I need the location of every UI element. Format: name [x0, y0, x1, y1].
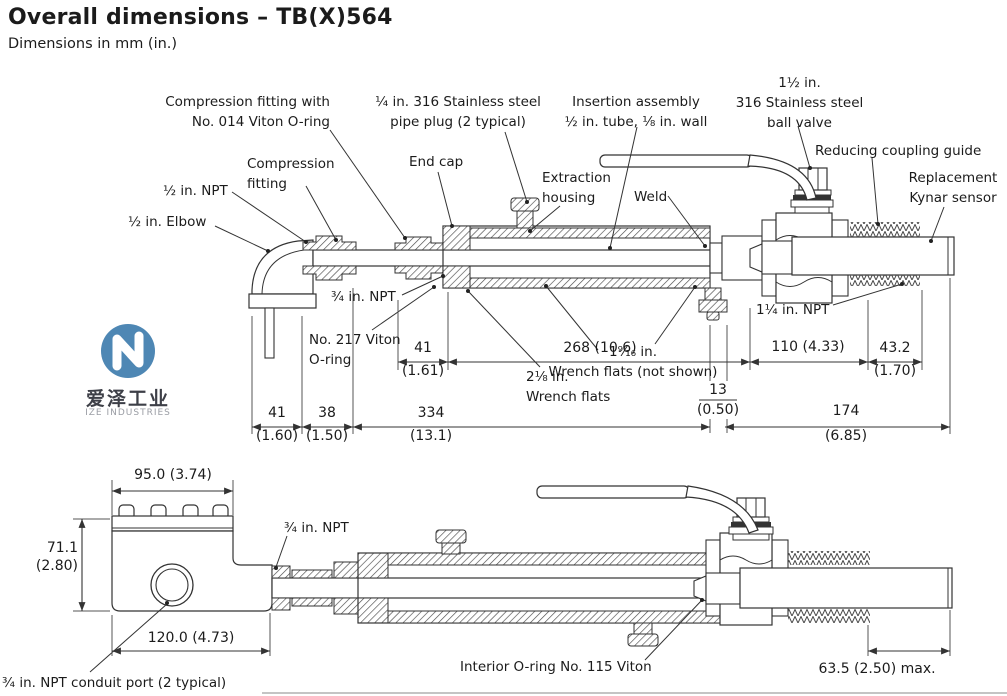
label-half-npt: ½ in. NPT [163, 183, 228, 199]
label-pipe-plug: ¼ in. 316 Stainless steel pipe plug (2 t… [375, 94, 541, 130]
label-wrench-flats-2-1-8: 2⅛ in. Wrench flats [526, 369, 611, 405]
dim-95: 95.0 (3.74) [134, 467, 212, 483]
dim-41b-mm: 41 [268, 405, 286, 421]
label-one-quarter-npt: 1¼ in. NPT [756, 302, 830, 318]
dim-334-in: (13.1) [409, 428, 453, 444]
dim-334-mm: 334 [417, 405, 445, 421]
label-compression-fitting-oring: Compression fitting with No. 014 Viton O… [165, 94, 330, 130]
logo-cn-text: 爱泽工业 [85, 388, 170, 410]
label-replacement-kynar-sensor: Replacement Kynar sensor [908, 170, 998, 206]
logo-icon [101, 324, 155, 378]
label-half-elbow: ½ in. Elbow [128, 214, 207, 230]
dim-71-in: (2.80) [35, 558, 78, 574]
dim-43-mm: 43.2 [879, 340, 911, 356]
page-title: Overall dimensions – TB(X)564 [8, 5, 393, 30]
dim-13-mm: 13 [709, 382, 727, 398]
dim-63: 63.5 (2.50) max. [818, 661, 936, 677]
label-interior-oring: Interior O-ring No. 115 Viton [460, 659, 652, 675]
page-subtitle: Dimensions in mm (in.) [8, 36, 178, 52]
dim-41-in: (1.61) [401, 363, 445, 379]
label-extraction-housing: Extraction housing [542, 170, 611, 206]
label-compression-fitting: Compression fitting [247, 156, 335, 192]
dim-71-mm: 71.1 [46, 540, 78, 556]
label-ball-valve: 1½ in. 316 Stainless steel ball valve [735, 75, 864, 131]
dim-174-in: (6.85) [824, 428, 868, 444]
dim-110: 110 (4.33) [771, 339, 845, 355]
label-reducing-coupling-guide: Reducing coupling guide [815, 143, 982, 159]
logo-en-text: IZE INDUSTRIES [85, 408, 171, 418]
label-wrench-flats-1-9-16: 1⁹⁄₁₆ in. Wrench flats (not shown) [548, 344, 718, 380]
label-weld: Weld [634, 189, 668, 205]
label-conduit-port: ¾ in. NPT conduit port (2 typical) [2, 675, 227, 691]
dim-268: 268 (10.6) [563, 340, 637, 356]
label-no217-viton-oring: No. 217 Viton O-ring [309, 332, 401, 368]
dim-38-in: (1.50) [305, 428, 349, 444]
label-three-quarter-npt-top: ¾ in. NPT [331, 289, 396, 305]
dim-41-mm: 41 [414, 340, 432, 356]
label-insertion-assembly: Insertion assembly ½ in. tube, ⅛ in. wal… [564, 94, 708, 130]
dim-38-mm: 38 [318, 405, 336, 421]
dim-174-mm: 174 [832, 403, 860, 419]
dim-41b-in: (1.60) [255, 428, 299, 444]
label-end-cap: End cap [409, 154, 464, 170]
label-three-quarter-npt-bottom: ¾ in. NPT [284, 520, 349, 536]
dim-13-in: (0.50) [696, 402, 740, 418]
dim-43-in: (1.70) [873, 363, 917, 379]
dim-120: 120.0 (4.73) [147, 630, 235, 646]
